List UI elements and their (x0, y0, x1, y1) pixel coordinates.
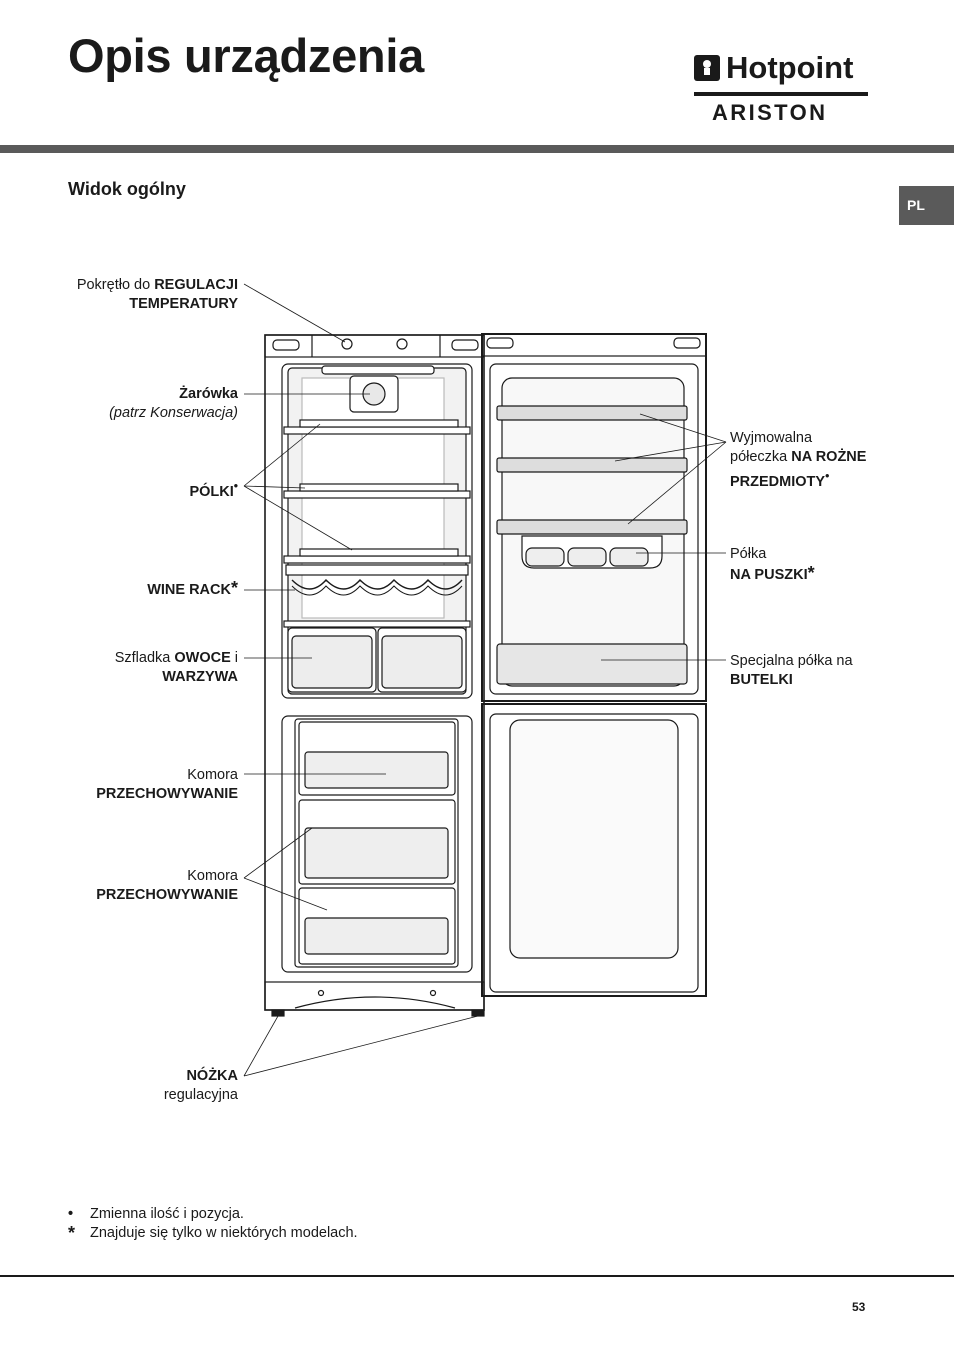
page-title: Opis urządzenia (68, 29, 424, 82)
label-crisper-drawer: Szfladka OWOCE i WARZYWA (114, 650, 238, 685)
label-thermostat: Pokrętło do REGULACJI TEMPERATURY (76, 277, 238, 312)
brand-logo: Hotpoint ARISTON (694, 52, 868, 126)
footnote-item: •Zmienna ilość i pozycja. (68, 1206, 244, 1222)
label-bulb: Żarówka (patrz Konserwacja) (109, 386, 238, 421)
label-adjustable-foot: NÓŻKA regulacyjna (163, 1068, 238, 1103)
logo-sub-text: ARISTON (712, 100, 828, 125)
page-number: 53 (852, 1300, 866, 1314)
section-title: Widok ogólny (68, 179, 186, 199)
label-can-shelf: Półka NA PUSZKI* (730, 546, 815, 583)
label-shelves: PÓLKI• (189, 479, 238, 500)
label-door-shelf: Wyjmowalna półeczka NA ROŻNE PRZEDMIOTY• (730, 430, 867, 490)
label-storage-2: Komora PRZECHOWYWANIE (96, 868, 238, 903)
footnotes: •Zmienna ilość i pozycja. *Znajduje się … (68, 1205, 358, 1243)
label-storage-1: Komora PRZECHOWYWANIE (96, 767, 238, 802)
footer-divider (0, 1275, 954, 1277)
header-divider (0, 145, 954, 153)
footnote-item: *Znajduje się tylko w niektórych modelac… (68, 1223, 358, 1243)
language-tab: PL (899, 186, 954, 225)
label-wine-rack: WINE RACK* (147, 578, 238, 599)
hotpoint-logo-icon (694, 55, 720, 81)
logo-brand-text: Hotpoint (726, 50, 854, 85)
label-bottle-shelf: Specjalna półka na BUTELKI (730, 653, 853, 688)
